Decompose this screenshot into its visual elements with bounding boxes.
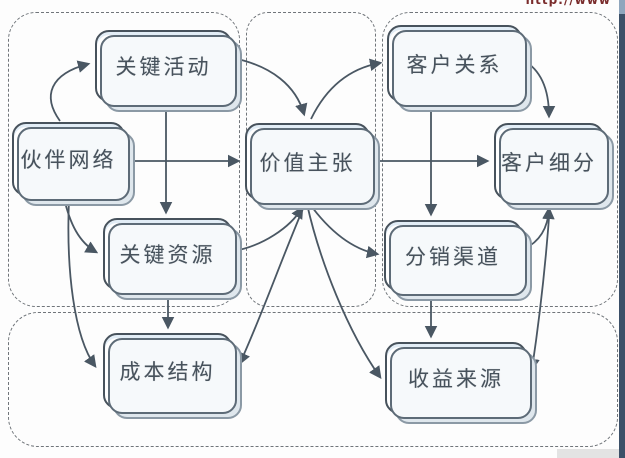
edge-value-proposition-to-cost-structure xyxy=(238,203,306,366)
node-cost-structure[interactable]: 成本结构 xyxy=(103,333,232,409)
edge-partner-network-to-cost-structure xyxy=(67,198,97,369)
edge-customer-segments-to-revenue-streams xyxy=(527,203,551,372)
node-label: 关键资源 xyxy=(119,243,216,267)
node-value-proposition[interactable]: 价值主张 xyxy=(245,123,370,200)
group-customer xyxy=(382,12,618,307)
node-label: 收益来源 xyxy=(408,367,504,391)
node-partner-network[interactable]: 伙伴网络 xyxy=(12,122,125,196)
node-revenue-streams[interactable]: 收益来源 xyxy=(385,342,527,414)
node-key-resources[interactable]: 关键资源 xyxy=(103,218,232,290)
node-label: 伙伴网络 xyxy=(20,148,117,172)
edge-key-activities-to-value-proposition xyxy=(232,57,308,117)
edge-value-proposition-to-revenue-streams xyxy=(306,203,382,380)
node-label: 关键活动 xyxy=(115,55,212,79)
node-label: 价值主张 xyxy=(259,150,356,175)
node-key-activities[interactable]: 关键活动 xyxy=(95,30,232,102)
page-edge-shade xyxy=(557,449,619,458)
node-label: 分销渠道 xyxy=(405,244,501,269)
edge-partner-network-to-key-activities xyxy=(50,60,91,122)
node-distribution-channels[interactable]: 分销渠道 xyxy=(384,220,522,291)
edge-value-proposition-to-customer-relationships xyxy=(310,58,383,120)
node-customer-segments[interactable]: 客户细分 xyxy=(494,123,604,200)
node-label: 成本结构 xyxy=(119,360,216,384)
right-edge-bar xyxy=(619,0,625,458)
edge-value-proposition-to-distribution-channels xyxy=(308,202,380,259)
node-label: 客户细分 xyxy=(501,150,597,175)
watermark-url: http://www xyxy=(525,0,611,7)
group-finance xyxy=(8,312,618,447)
right-edge-bar-cap xyxy=(619,0,625,14)
node-label: 客户关系 xyxy=(406,52,503,77)
node-customer-relationships[interactable]: 客户关系 xyxy=(387,25,522,102)
edge-key-resources-to-value-proposition xyxy=(233,205,304,252)
